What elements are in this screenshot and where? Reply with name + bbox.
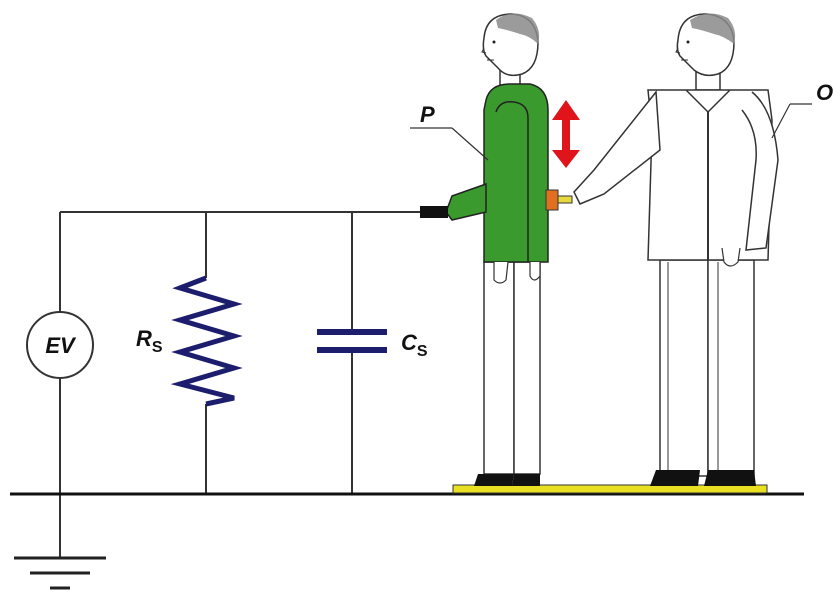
resistor-icon bbox=[170, 275, 243, 407]
resistor-label: RS bbox=[136, 326, 163, 356]
electrostatic-voltmeter-icon: EV bbox=[26, 311, 94, 379]
person-p bbox=[420, 13, 549, 486]
double-arrow-icon bbox=[552, 100, 580, 168]
label-p: P bbox=[420, 102, 435, 127]
leader-line-p-diag bbox=[451, 127, 489, 161]
leader-line-o-diag bbox=[771, 103, 791, 139]
label-o: O bbox=[816, 80, 833, 105]
insulating-platform bbox=[452, 484, 768, 494]
capacitor-label: CS bbox=[401, 330, 428, 360]
capacitor-icon bbox=[317, 329, 387, 353]
person-o bbox=[545, 13, 779, 486]
ground-icon bbox=[14, 556, 106, 590]
ev-label: EV bbox=[45, 333, 77, 358]
circuit-wiring bbox=[59, 211, 424, 558]
